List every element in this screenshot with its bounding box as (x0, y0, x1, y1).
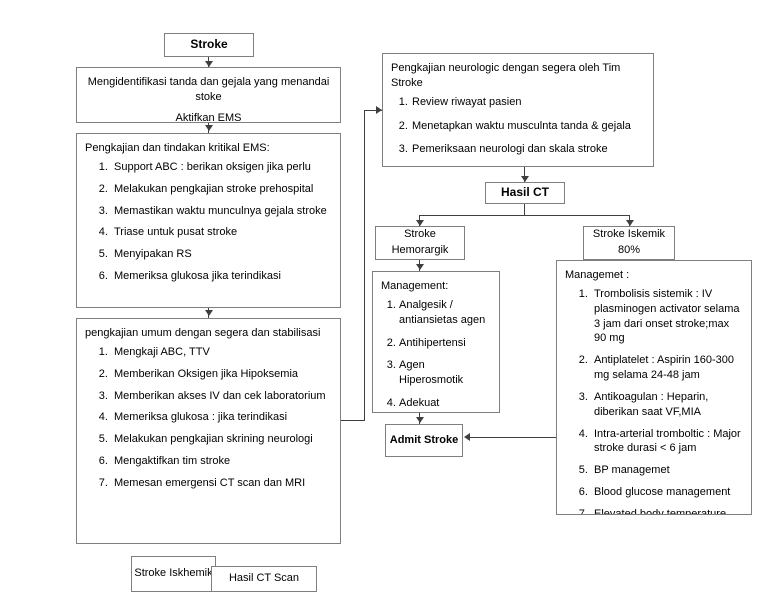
node-hasil-ct-scan: Hasil CT Scan (211, 566, 317, 592)
list-item: Memberikan akses IV dan cek laboratorium (111, 389, 332, 404)
node-ems-assessment-head: Pengkajian dan tindakan kritikal EMS: (85, 142, 270, 154)
list-item: Intra-arterial tromboltic : Major stroke… (591, 427, 743, 457)
arrow-stroke-to-identify (205, 61, 213, 67)
connector-hasilct-split (419, 215, 629, 216)
node-hasil-ct-scan-label: Hasil CT Scan (228, 572, 300, 585)
list-item: Melakukan pengkajian skrining neurologi (111, 432, 332, 447)
node-identify-signs-head: Mengidentifikasi tanda dan gejala yang m… (87, 76, 330, 103)
node-ems-assessment: Pengkajian dan tindakan kritikal EMS: Su… (76, 133, 341, 308)
node-stroke-iskemik-label: Stroke Iskemik 80% (592, 228, 666, 256)
list-item: Memastikan waktu munculnya gejala stroke (111, 204, 332, 219)
list-item: Adekuat (399, 396, 491, 411)
list-item: Memeriksa glukosa : jika terindikasi (111, 410, 332, 425)
list-item: Mengaktifkan tim stroke (111, 454, 332, 469)
node-hasil-ct-label: Hasil CT (500, 185, 549, 200)
arrow-neuro-to-hasilct (521, 176, 529, 182)
arrow-mgmt-iskemik-to-admit (464, 433, 470, 441)
node-stroke-title-label: Stroke (190, 37, 228, 52)
list-item: Agen Hiperosmotik (399, 358, 491, 388)
connector-to-neuro-box (364, 110, 382, 111)
list-item: Mengkaji ABC, TTV (111, 345, 332, 360)
node-stroke-iskhemik-label: Stroke Iskhemik (134, 567, 213, 580)
node-management-hemoragik: Management: Analgesik / antiansietas age… (372, 271, 500, 413)
node-neuro-assessment-list: Review riwayat pasien Menetapkan waktu m… (391, 95, 645, 158)
node-hasil-ct: Hasil CT (485, 182, 565, 204)
node-general-assessment: pengkajian umum dengan segera dan stabil… (76, 318, 341, 544)
node-stroke-iskhemik: Stroke Iskhemik (131, 556, 216, 592)
list-item: Review riwayat pasien (411, 95, 645, 110)
node-admit-stroke-label: Admit Stroke (389, 433, 459, 446)
list-item: Antikoagulan : Heparin, diberikan saat V… (591, 390, 743, 420)
node-management-hemoragik-list: Analgesik / antiansietas agen Antihipert… (381, 298, 491, 411)
node-stroke-iskemik: Stroke Iskemik 80% (583, 226, 675, 260)
list-item: Antiplatelet : Aspirin 160-300 mg selama… (591, 353, 743, 383)
node-management-iskemik-list: Trombolisis sistemik : IV plasminogen ac… (565, 287, 743, 514)
node-management-iskemik: Managemet : Trombolisis sistemik : IV pl… (556, 260, 752, 515)
connector-mgmt-iskemik-to-admit (468, 437, 556, 438)
list-item: Blood glucose management (591, 485, 743, 500)
node-management-hemoragik-head: Management: (381, 280, 449, 292)
connector-general-right-stub (341, 420, 364, 421)
node-neuro-assessment-head: Pengkajian neurologic dengan segera oleh… (391, 62, 621, 89)
node-admit-stroke: Admit Stroke (385, 424, 463, 457)
arrow-to-iskemik (626, 220, 634, 226)
arrow-hemoragik-to-mgmt (416, 264, 424, 270)
list-item: Memberikan Oksigen jika Hipoksemia (111, 367, 332, 382)
node-stroke-hemoragik-label: Stroke Hemorargik (391, 228, 449, 256)
node-stroke-title: Stroke (164, 33, 254, 57)
list-item: Antihipertensi (399, 336, 491, 351)
node-management-iskemik-head: Managemet : (565, 269, 630, 281)
connector-left-riser (364, 110, 365, 421)
node-general-assessment-head: pengkajian umum dengan segera dan stabil… (85, 327, 321, 339)
node-neuro-assessment: Pengkajian neurologic dengan segera oleh… (382, 53, 654, 167)
list-item: Menetapkan waktu musculnta tanda & gejal… (411, 119, 645, 134)
node-identify-signs-clipped: Aktifkan EMS (175, 111, 242, 123)
list-item: Melakukan pengkajian stroke prehospital (111, 182, 332, 197)
list-item: Memesan emergensi CT scan dan MRI (111, 476, 332, 491)
list-item: Triase untuk pusat stroke (111, 225, 332, 240)
list-item: Support ABC : berikan oksigen jika perlu (111, 160, 332, 175)
list-item: Analgesik / antiansietas agen (399, 298, 491, 328)
list-item: Menyipakan RS (111, 247, 332, 262)
arrow-mgmt-hemoragik-to-admit (416, 417, 424, 423)
node-identify-signs: Mengidentifikasi tanda dan gejala yang m… (76, 67, 341, 123)
node-general-assessment-list: Mengkaji ABC, TTV Memberikan Oksigen jik… (85, 345, 332, 491)
list-item: Elevated body temperature (591, 507, 743, 514)
list-item: Pemeriksaan neurologi dan skala stroke (411, 142, 645, 157)
connector-hasilct-down (524, 204, 525, 215)
list-item: BP managemet (591, 463, 743, 478)
arrow-into-neuro-box (376, 106, 382, 114)
arrow-ems-to-general (205, 310, 213, 316)
list-item: Memeriksa glukosa jika terindikasi (111, 269, 332, 284)
list-item: Trombolisis sistemik : IV plasminogen ac… (591, 287, 743, 346)
node-stroke-hemoragik: Stroke Hemorargik (375, 226, 465, 260)
arrow-to-hemoragik (416, 220, 424, 226)
arrow-identify-to-ems (205, 125, 213, 131)
node-ems-assessment-list: Support ABC : berikan oksigen jika perlu… (85, 160, 332, 284)
connector-neuro-to-hasilct (524, 167, 525, 182)
